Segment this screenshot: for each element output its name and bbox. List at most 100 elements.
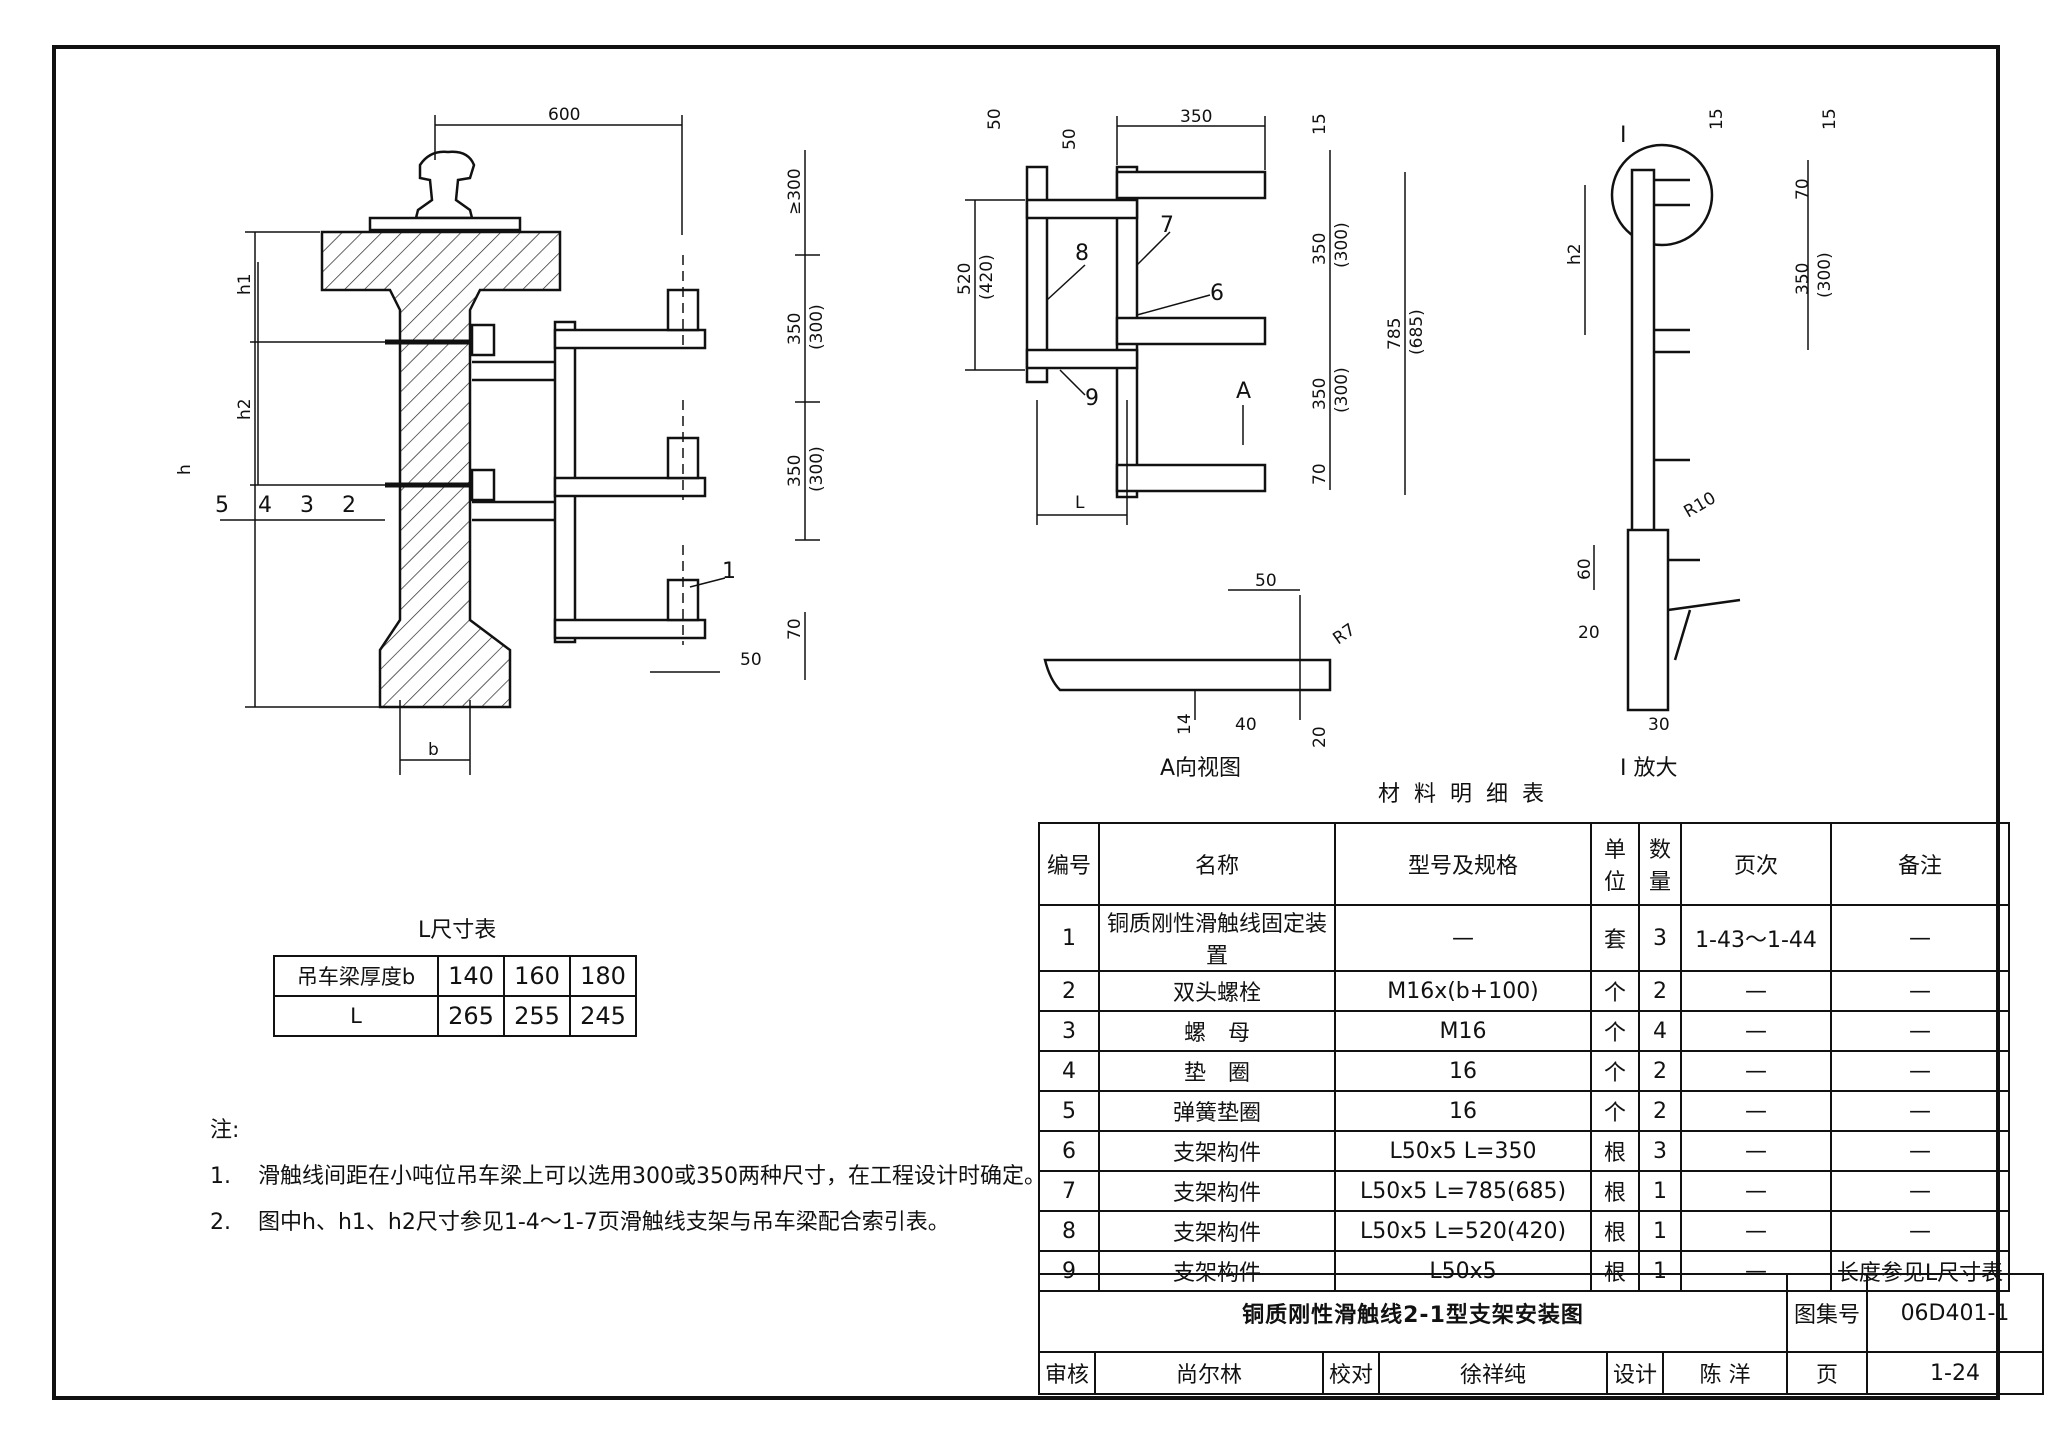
cell-no: 5 [1038,1090,1100,1132]
cell-page: — [1680,1210,1832,1252]
main-dimension-lines [220,115,820,775]
dim-h1: h1 [235,273,255,295]
cell-page: — [1680,970,1832,1012]
right-dim-h2: h2 [1565,243,1585,265]
cell-unit: 根 [1590,1130,1640,1172]
cell-name: 弹簧垫圈 [1098,1090,1336,1132]
right-dim-70: 70 [1793,178,1813,200]
notes: 注: 1. 滑触线间距在小吨位吊车梁上可以选用300或350两种尺寸，在工程设计… [210,1108,1046,1246]
l-size-table: 吊车梁厚度b 140 160 180 L 265 255 245 [273,955,637,1037]
arm-top [553,328,707,350]
side-dimension-text: 50 50 350 15 520 (420) 350 (300) 785 (68… [955,107,1427,513]
cell-name: 支架构件 [1098,1210,1336,1252]
cell-name: 支架构件 [1098,1130,1336,1172]
l-table-cell: 140 [437,955,505,997]
header-remark: 备注 [1830,822,2010,906]
checker-name: 徐祥纯 [1378,1351,1608,1395]
side-dim-300b: (300) [1332,367,1352,413]
cell-remark: — [1830,1090,2010,1132]
side-dim-685: (685) [1407,309,1427,355]
cell-no: 2 [1038,970,1100,1012]
cell-remark: — [1830,1130,2010,1172]
atlas-number: 06D401-1 [1866,1273,2044,1353]
cell-qty: 3 [1638,904,1682,972]
drawing-title: 铜质刚性滑触线2-1型支架安装图 [1038,1273,1788,1353]
l-table-cell: 255 [503,995,571,1037]
cell-name: 双头螺栓 [1098,970,1336,1012]
cell-remark: — [1830,1170,2010,1212]
callout-5: 5 [215,493,229,518]
cell-no: 6 [1038,1130,1100,1172]
note-text: 图中h、h1、h2尺寸参见1-4～1-7页滑触线支架与吊车梁配合索引表。 [258,1210,950,1235]
dim-b: b [428,740,439,760]
cell-spec: 16 [1334,1090,1592,1132]
rail-profile [414,150,476,220]
aview-dim-14: 14 [1175,713,1195,735]
right-dim-15b: 15 [1820,108,1840,130]
aview-dim-R7: R7 [1329,620,1359,649]
cell-remark: — [1830,1210,2010,1252]
cell-qty: 2 [1638,1090,1682,1132]
cell-qty: 3 [1638,1130,1682,1172]
right-dim-20: 20 [1578,623,1600,643]
side-view [1025,165,1267,499]
cell-spec: L50x5 L=520(420) [1334,1210,1592,1252]
atlas-label: 图集号 [1786,1273,1868,1353]
cell-unit: 个 [1590,1090,1640,1132]
callout-9: 9 [1085,386,1099,411]
cell-no: 8 [1038,1210,1100,1252]
callout-6: 6 [1210,281,1224,306]
main-elevation [320,150,707,709]
callout-2: 2 [342,493,356,518]
main-dimension-text: 600 ≥300 350 (300) 350 (300) 70 50 h1 h2… [175,105,827,760]
header-qty: 数量 [1638,822,1682,906]
l-table-row: 吊车梁厚度b 140 160 180 [273,955,637,997]
cell-qty: 1 [1638,1170,1682,1212]
l-table-cell: L [273,995,439,1037]
dim-ge300: ≥300 [785,168,805,215]
cell-name: 铜质刚性滑触线固定装置 [1098,904,1336,972]
signature-row: 审核 尚尔林 校对 徐祥纯 设计 陈 洋 页 1-24 [1038,1351,2044,1395]
header-unit: 单位 [1590,822,1640,906]
right-dim-300: (300) [1815,252,1835,298]
right-dim-30: 30 [1648,715,1670,735]
callout-4: 4 [258,493,272,518]
crane-beam [320,230,562,709]
cell-remark: — [1830,1010,2010,1052]
cell-unit: 套 [1590,904,1640,972]
dim-50: 50 [740,650,762,670]
note-text: 滑触线间距在小吨位吊车梁上可以选用300或350两种尺寸，在工程设计时确定。 [258,1164,1046,1189]
side-dim-70: 70 [1310,463,1330,485]
cell-page: — [1680,1170,1832,1212]
l-table-cell: 265 [437,995,505,1037]
cell-remark: — [1830,970,2010,1012]
note-item: 1. 滑触线间距在小吨位吊车梁上可以选用300或350两种尺寸，在工程设计时确定… [210,1154,1046,1200]
cell-qty: 2 [1638,970,1682,1012]
cell-name: 支架构件 [1098,1170,1336,1212]
cell-spec: M16x(b+100) [1334,970,1592,1012]
note-number: 2. [210,1210,231,1235]
drawing-frame [52,45,2000,1400]
cell-spec: — [1334,904,1592,972]
bracket-plate-upper [470,323,496,357]
check-label: 校对 [1322,1351,1380,1395]
side-dim-50b: 50 [1060,128,1080,150]
dim-350-b: 350 [785,455,805,487]
materials-header-row: 编号 名称 型号及规格 单位 数量 页次 备注 [1038,822,2010,906]
caption-a-view: A向视图 [1160,756,1241,781]
side-dim-350: 350 [1180,107,1212,127]
callout-3: 3 [300,493,314,518]
header-name: 名称 [1098,822,1336,906]
side-dim-350b: 350 [1310,378,1330,410]
side-dim-15: 15 [1310,113,1330,135]
l-table-cell: 245 [569,995,637,1037]
callout-8: 8 [1075,241,1089,266]
dim-70: 70 [785,618,805,640]
note-number: 1. [210,1164,231,1189]
cell-page: — [1680,1010,1832,1052]
